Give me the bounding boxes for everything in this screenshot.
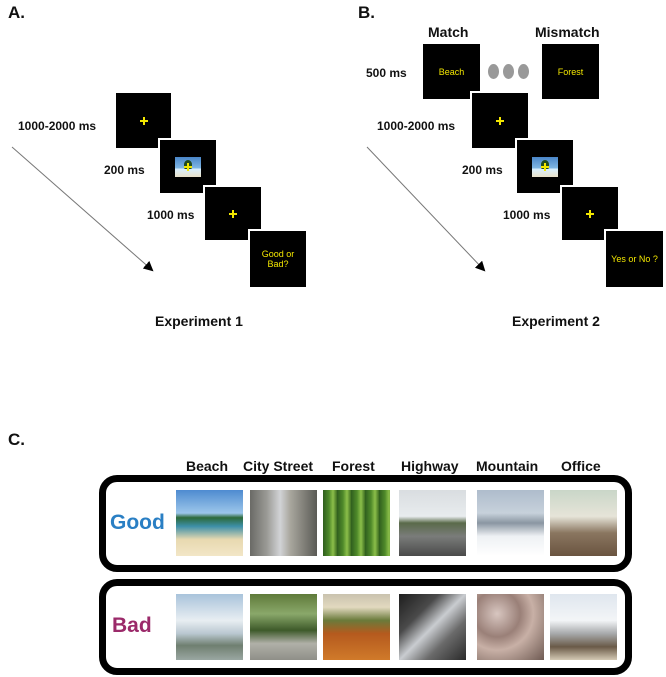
fixation-screen-a2 — [203, 185, 263, 242]
good-city-street-photo — [250, 490, 317, 556]
fixation-cross-icon — [139, 116, 148, 125]
column-header-office: Office — [561, 458, 601, 474]
bad-city-street-photo — [250, 594, 317, 660]
good-office-photo — [550, 490, 617, 556]
ellipsis-dot-icon — [518, 64, 529, 79]
experiment-1-title: Experiment 1 — [155, 313, 243, 329]
question-text-a: Good or Bad? — [261, 249, 295, 269]
bad-highway-photo — [399, 594, 466, 660]
ellipsis-dot-icon — [488, 64, 499, 79]
time-fixation-a2: 1000 ms — [147, 208, 195, 222]
match-word: Beach — [438, 66, 465, 77]
experiment-2-title: Experiment 2 — [512, 313, 600, 329]
question-text-b: Yes or No ? — [611, 254, 658, 264]
bad-mountain-photo — [477, 594, 544, 660]
question-screen-b: Yes or No ? — [604, 229, 665, 289]
time-arrow-b — [366, 146, 486, 272]
beach-thumbnail-icon — [532, 156, 558, 177]
bad-forest-photo — [323, 594, 390, 660]
column-header-beach: Beach — [186, 458, 229, 474]
time-fixation-a: 1000-2000 ms — [18, 119, 97, 133]
panel-a-label: A. — [8, 3, 25, 22]
time-image-b: 200 ms — [462, 163, 503, 177]
column-header-mountain: Mountain — [476, 458, 539, 474]
beach-thumbnail-icon — [175, 156, 201, 177]
good-label: Good — [110, 511, 165, 534]
mismatch-word-screen: Forest — [540, 42, 601, 101]
good-highway-photo — [399, 490, 466, 556]
column-header-city-street: City Street — [243, 458, 314, 474]
ellipsis-dot-icon — [503, 64, 514, 79]
bad-beach-photo — [176, 594, 243, 660]
good-mountain-photo — [477, 490, 544, 556]
bad-label: Bad — [112, 614, 152, 637]
bad-office-photo — [550, 594, 617, 660]
time-fixation-b: 1000-2000 ms — [377, 119, 456, 133]
column-header-forest: Forest — [332, 458, 375, 474]
time-fixation-b2: 1000 ms — [503, 208, 551, 222]
column-header-highway: Highway — [401, 458, 459, 474]
mismatch-label: Mismatch — [535, 24, 600, 40]
good-forest-photo — [323, 490, 390, 556]
question-screen-a: Good or Bad? — [248, 229, 308, 289]
mismatch-word: Forest — [557, 66, 584, 77]
match-label: Match — [428, 24, 469, 40]
fixation-cross-icon — [496, 116, 504, 125]
good-beach-photo — [176, 490, 243, 556]
panel-b-label: B. — [358, 3, 375, 22]
panel-c-label: C. — [8, 430, 25, 449]
time-arrow-a — [11, 146, 154, 272]
fixation-cross-icon — [229, 209, 237, 218]
time-image-a: 200 ms — [104, 163, 145, 177]
time-word-b: 500 ms — [366, 66, 407, 80]
fixation-cross-icon — [586, 209, 594, 218]
